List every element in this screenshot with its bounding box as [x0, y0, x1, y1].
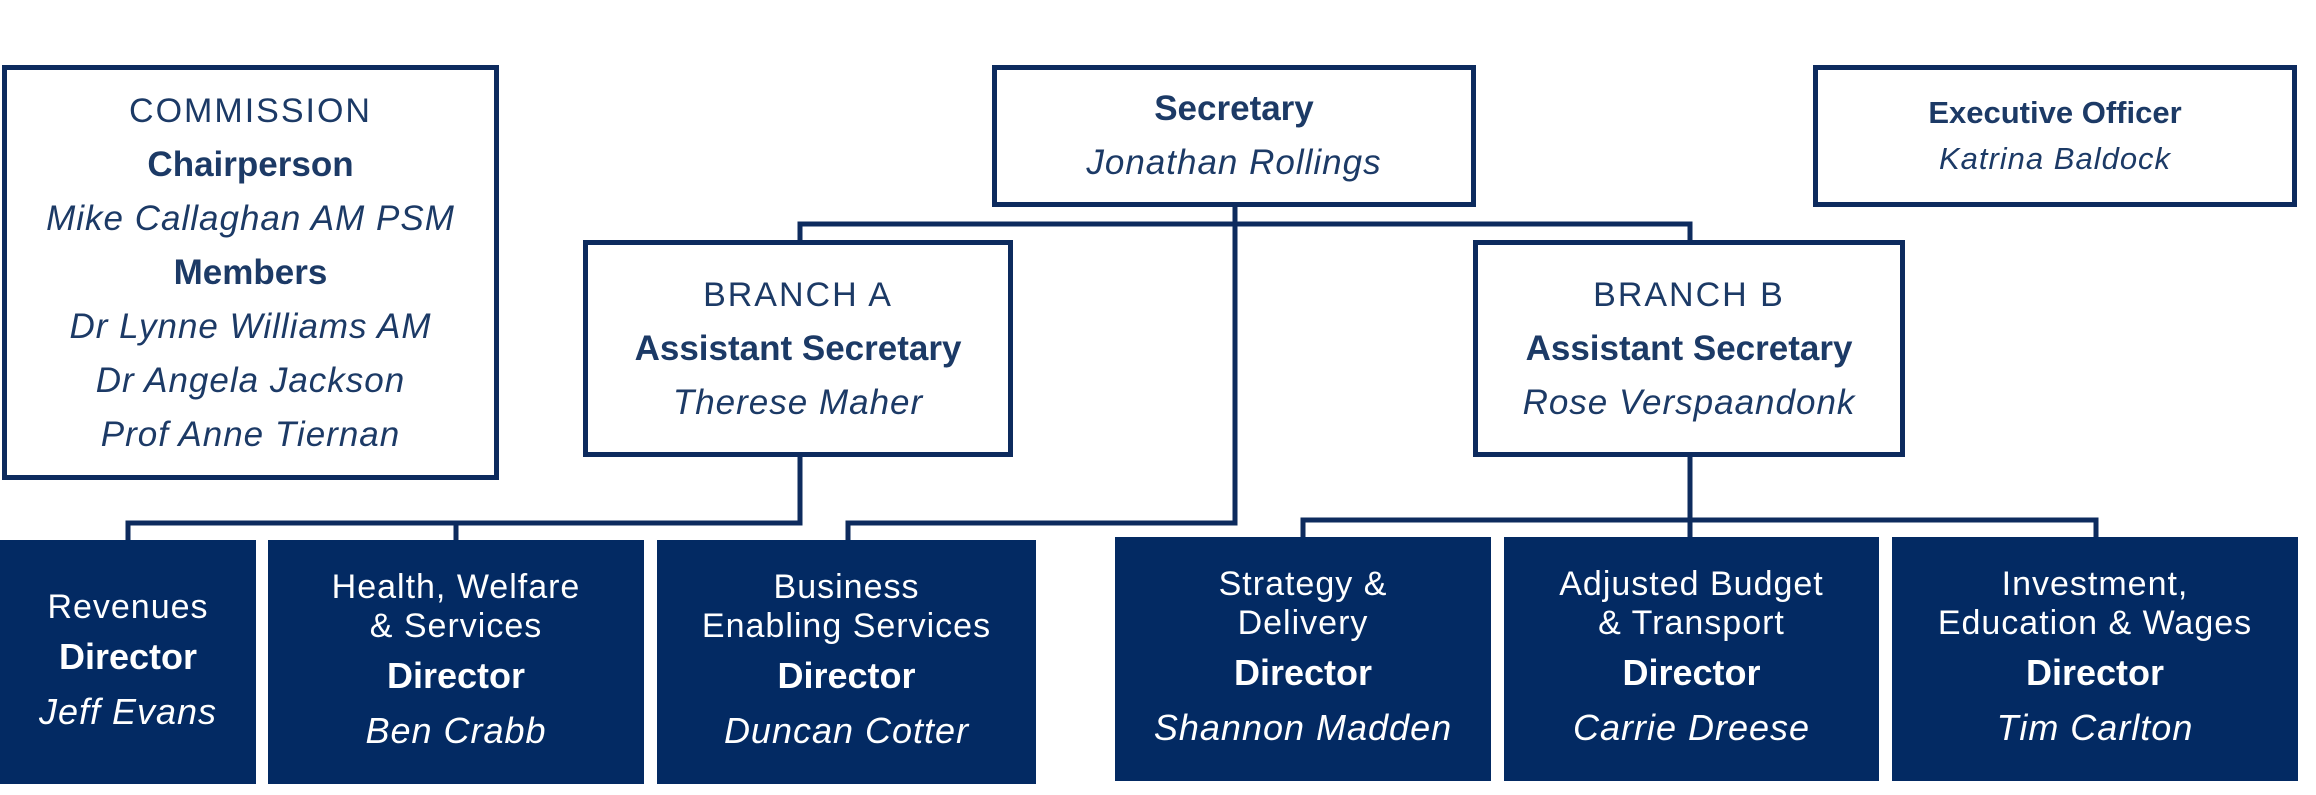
directorate-unit: Investment, — [2001, 565, 2189, 603]
chairperson-name: Mike Callaghan AM PSM — [46, 198, 455, 238]
connector-secretary-business — [845, 205, 1238, 542]
secretary-box: Secretary Jonathan Rollings — [992, 65, 1476, 207]
directorate-unit: Business — [773, 568, 920, 606]
directorate-unit: Enabling Services — [701, 607, 992, 645]
directorate-unit: Adjusted Budget — [1559, 565, 1824, 603]
directorate-title: Director — [1233, 652, 1373, 693]
directorate-title: Director — [1622, 652, 1761, 693]
directorate-unit: Strategy & — [1218, 565, 1388, 603]
executive-officer-title: Executive Officer — [1928, 95, 2182, 130]
directorate-health-welfare-services: Health, Welfare & Services Director Ben … — [268, 540, 644, 784]
commission-label: COMMISSION — [129, 91, 372, 130]
branch-b-label: BRANCH B — [1593, 275, 1785, 314]
connector-branch-a — [125, 455, 803, 542]
commission-box: COMMISSION Chairperson Mike Callaghan AM… — [2, 65, 499, 480]
directorate-unit: & Transport — [1598, 604, 1785, 642]
chairperson-title: Chairperson — [147, 144, 354, 184]
directorate-title: Director — [58, 635, 198, 677]
directorate-name: Jeff Evans — [38, 690, 218, 732]
executive-officer-name: Katrina Baldock — [1938, 141, 2172, 176]
directorate-unit: Delivery — [1237, 604, 1369, 642]
directorate-name: Duncan Cotter — [723, 710, 970, 751]
members-title: Members — [173, 252, 328, 292]
directorate-name: Tim Carlton — [1996, 707, 2194, 748]
branch-a-box: BRANCH A Assistant Secretary Therese Mah… — [583, 240, 1013, 457]
directorate-title: Director — [2025, 652, 2165, 693]
member-name: Dr Lynne Williams AM — [69, 306, 432, 346]
secretary-name: Jonathan Rollings — [1086, 143, 1382, 182]
branch-b-title: Assistant Secretary — [1525, 328, 1853, 368]
directorate-unit: Education & Wages — [1937, 604, 2253, 642]
directorate-name: Ben Crabb — [365, 710, 547, 751]
directorate-name: Carrie Dreese — [1572, 707, 1811, 748]
directorate-adjusted-budget-transport: Adjusted Budget & Transport Director Car… — [1504, 537, 1879, 781]
branch-a-name: Therese Maher — [672, 382, 924, 422]
secretary-title: Secretary — [1154, 89, 1314, 128]
directorate-name: Shannon Madden — [1153, 707, 1453, 748]
directorate-unit: Health, Welfare — [331, 568, 581, 606]
branch-a-label: BRANCH A — [703, 275, 893, 314]
branch-b-name: Rose Verspaandonk — [1522, 382, 1856, 422]
directorate-revenues: Revenues Director Jeff Evans — [0, 540, 256, 784]
member-name: Prof Anne Tiernan — [100, 414, 401, 454]
directorate-title: Director — [386, 655, 526, 696]
directorate-business-enabling-services: Business Enabling Services Director Dunc… — [657, 540, 1036, 784]
directorate-investment-education-wages: Investment, Education & Wages Director T… — [1892, 537, 2298, 781]
directorate-unit: & Services — [369, 607, 543, 645]
connector-branch-b — [1300, 455, 2099, 540]
connector-secretary-branches — [797, 221, 1693, 245]
branch-a-title: Assistant Secretary — [634, 328, 962, 368]
branch-b-box: BRANCH B Assistant Secretary Rose Verspa… — [1473, 240, 1905, 457]
directorate-unit: Revenues — [47, 587, 209, 626]
directorate-title: Director — [777, 655, 916, 696]
directorate-strategy-delivery: Strategy & Delivery Director Shannon Mad… — [1115, 537, 1491, 781]
executive-officer-box: Executive Officer Katrina Baldock — [1813, 65, 2297, 207]
member-name: Dr Angela Jackson — [95, 360, 406, 400]
